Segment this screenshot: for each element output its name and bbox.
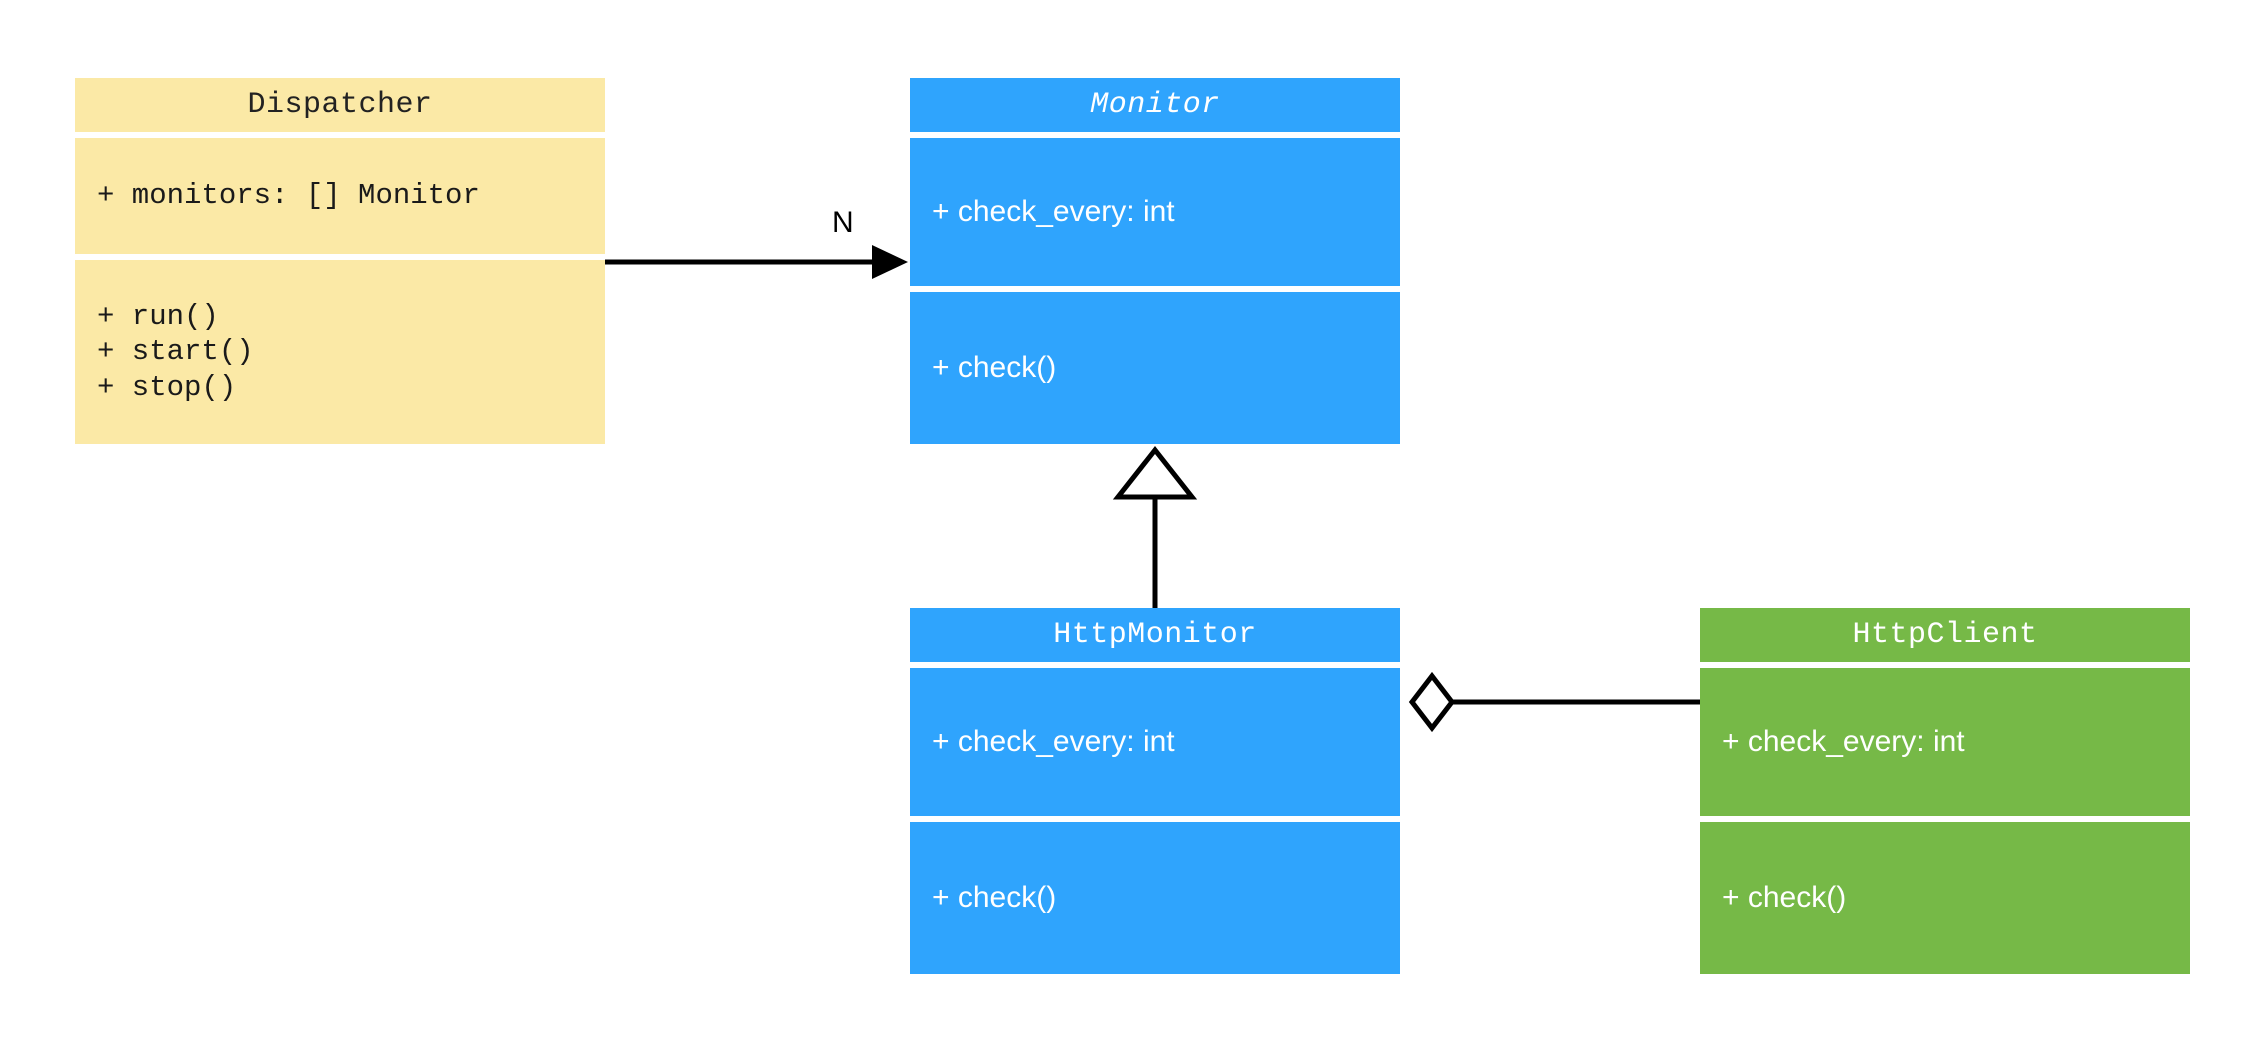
class-attributes-http-monitor: + check_every: int — [910, 668, 1400, 816]
method-list: + check() — [932, 880, 1057, 914]
relation-dispatcher-to-monitor — [605, 245, 908, 279]
edge-label-multiplicity-n: N — [832, 206, 854, 239]
attribute-list: + check_every: int — [932, 194, 1175, 228]
class-attributes-dispatcher: + monitors: [] Monitor — [75, 138, 605, 254]
class-title-http-client: HttpClient — [1700, 608, 2190, 662]
relation-http-monitor-to-monitor — [1112, 445, 1198, 608]
class-box-http-monitor[interactable]: HttpMonitor + check_every: int + check() — [910, 608, 1400, 980]
class-box-dispatcher[interactable]: Dispatcher + monitors: [] Monitor + run(… — [75, 78, 605, 450]
attribute-list: + monitors: [] Monitor — [97, 179, 480, 213]
filled-arrowhead-icon — [872, 245, 908, 279]
class-methods-dispatcher: + run() + start() + stop() — [75, 260, 605, 444]
relation-http-monitor-to-http-client — [1408, 671, 1700, 733]
class-title-dispatcher: Dispatcher — [75, 78, 605, 132]
hollow-diamond-icon — [1408, 671, 1456, 733]
class-box-http-client[interactable]: HttpClient + check_every: int + check() — [1700, 608, 2190, 980]
method-list: + check() — [932, 350, 1057, 384]
attribute-list: + check_every: int — [932, 724, 1175, 758]
class-title-monitor: Monitor — [910, 78, 1400, 132]
class-methods-monitor: + check() — [910, 292, 1400, 444]
method-list: + run() + start() + stop() — [97, 299, 254, 404]
attribute-list: + check_every: int — [1722, 724, 1965, 758]
hollow-triangle-icon — [1112, 445, 1198, 500]
class-attributes-monitor: + check_every: int — [910, 138, 1400, 286]
method-list: + check() — [1722, 880, 1847, 914]
class-methods-http-monitor: + check() — [910, 822, 1400, 974]
class-box-monitor[interactable]: Monitor + check_every: int + check() — [910, 78, 1400, 450]
class-title-http-monitor: HttpMonitor — [910, 608, 1400, 662]
class-attributes-http-client: + check_every: int — [1700, 668, 2190, 816]
class-methods-http-client: + check() — [1700, 822, 2190, 974]
